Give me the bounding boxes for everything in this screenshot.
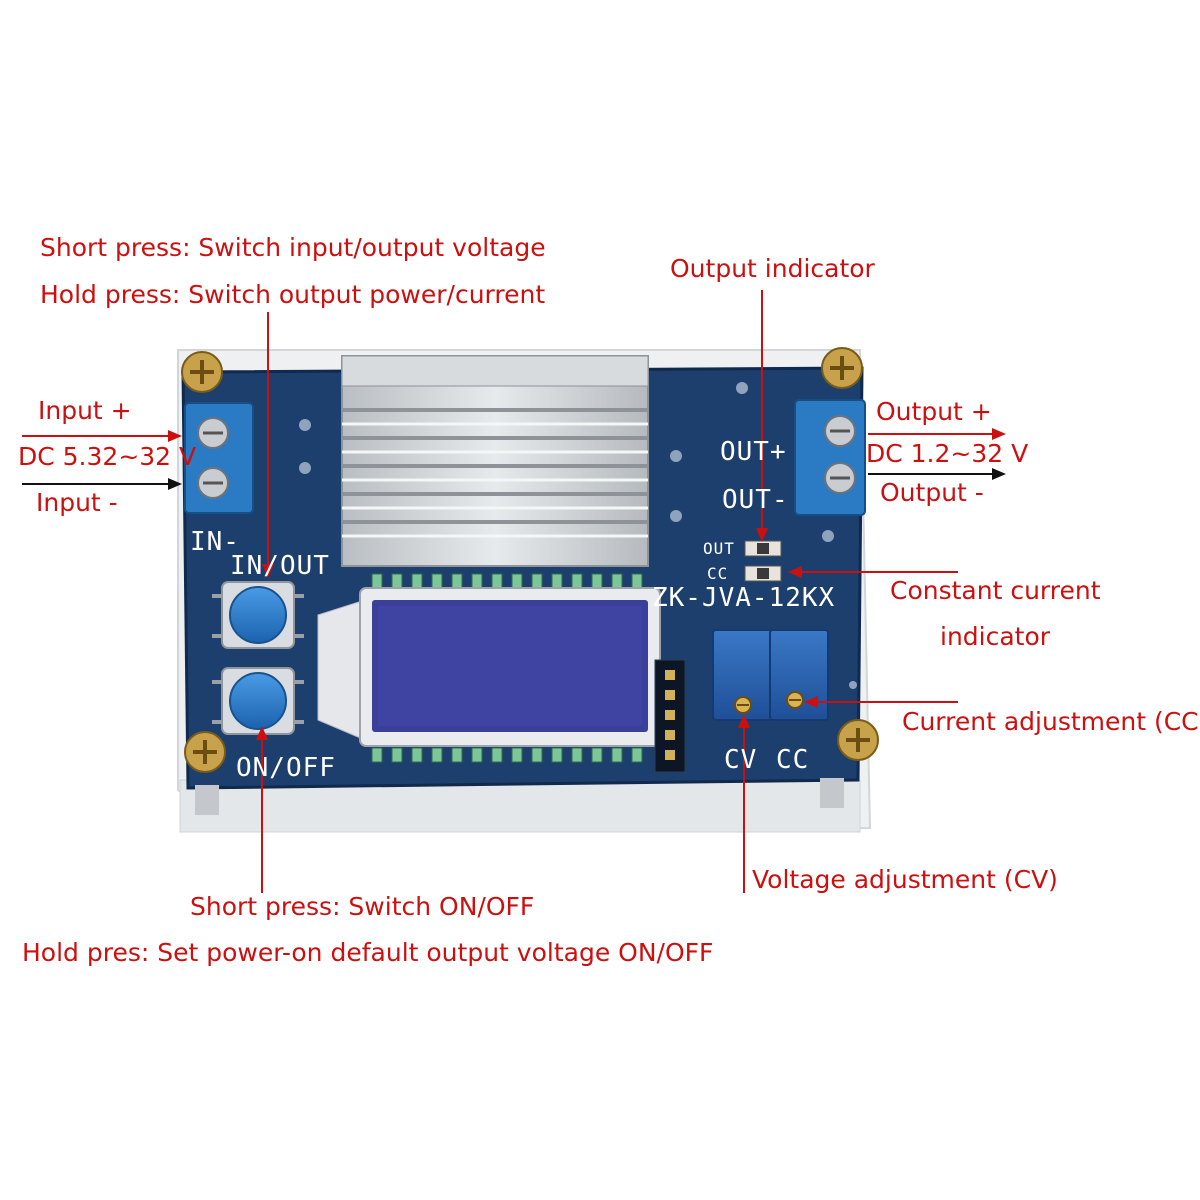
label-short-press-top: Short press: Switch input/output voltage bbox=[40, 233, 546, 262]
label-hold-press-bottom: Hold pres: Set power-on default output v… bbox=[22, 938, 714, 967]
screw-icon bbox=[181, 351, 223, 393]
label-output-indicator: Output indicator bbox=[670, 254, 875, 283]
silk-on-off: ON/OFF bbox=[236, 753, 336, 783]
vias bbox=[299, 382, 857, 689]
label-output-range: DC 1.2~32 V bbox=[866, 439, 1029, 468]
pin-header bbox=[654, 659, 686, 773]
cv-potentiometer bbox=[712, 629, 774, 721]
silk-out-minus: OUT- bbox=[722, 485, 789, 515]
label-output-plus: Output + bbox=[876, 397, 992, 426]
silk-led-out: OUT bbox=[703, 539, 735, 558]
screw-icon bbox=[184, 731, 226, 773]
label-output-minus: Output - bbox=[880, 478, 984, 507]
pointer-lines bbox=[22, 290, 1006, 893]
cc-potentiometer bbox=[769, 629, 829, 721]
screw-icon bbox=[821, 347, 863, 389]
label-input-plus: Input + bbox=[38, 396, 132, 425]
label-hold-press-top: Hold press: Switch output power/current bbox=[40, 280, 546, 309]
silk-out-plus: OUT+ bbox=[720, 437, 787, 467]
in-out-button bbox=[212, 581, 304, 649]
mounting-screws bbox=[181, 347, 879, 815]
input-terminal-block bbox=[184, 402, 254, 514]
silk-cv: CV bbox=[724, 745, 758, 775]
on-off-button bbox=[212, 667, 304, 735]
model-number: ZK-JVA-12KX bbox=[652, 583, 836, 613]
heatsink bbox=[341, 355, 649, 567]
output-terminal-block bbox=[794, 399, 866, 516]
label-voltage-adjustment: Voltage adjustment (CV) bbox=[752, 865, 1058, 894]
lcd-display bbox=[317, 587, 661, 747]
lcd-pins-bottom bbox=[371, 747, 643, 763]
status-leds bbox=[744, 540, 782, 582]
silk-cc: CC bbox=[776, 745, 810, 775]
label-cc-indicator-line1: Constant current bbox=[890, 576, 1101, 605]
silk-led-cc: CC bbox=[707, 564, 729, 583]
label-input-range: DC 5.32~32 V bbox=[18, 442, 197, 471]
silk-in-out: IN/OUT bbox=[230, 551, 330, 581]
label-cc-indicator-line2: indicator bbox=[940, 622, 1051, 651]
label-current-adjustment: Current adjustment (CC) bbox=[902, 707, 1200, 736]
label-input-minus: Input - bbox=[36, 488, 118, 517]
label-short-press-bottom: Short press: Switch ON/OFF bbox=[190, 892, 535, 921]
lcd-pins-top bbox=[371, 573, 643, 589]
screw-icon bbox=[837, 719, 879, 761]
silk-in-minus: IN- bbox=[190, 527, 240, 557]
